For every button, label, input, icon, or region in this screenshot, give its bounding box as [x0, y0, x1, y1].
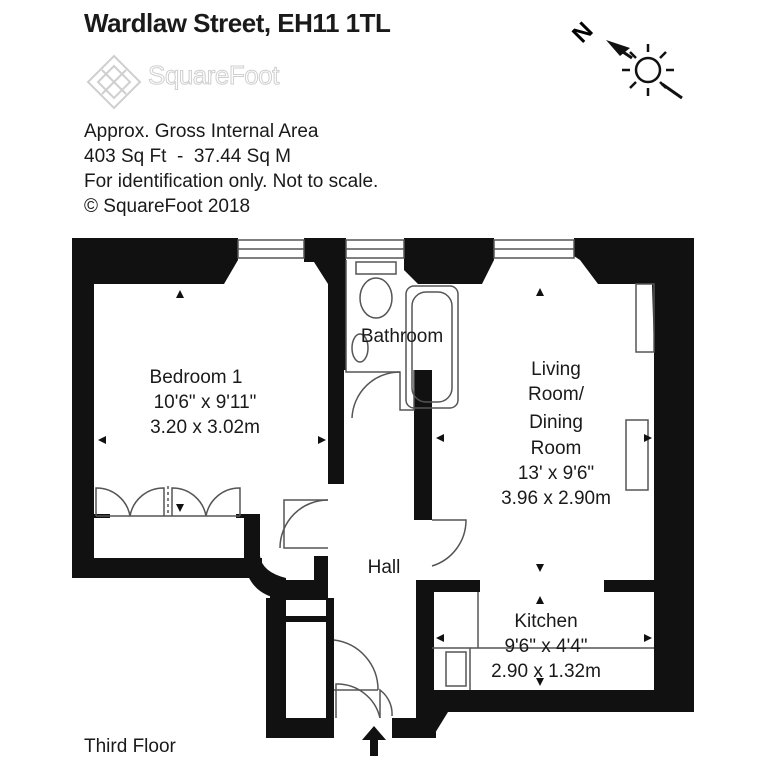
squarefoot-logo-icon — [86, 54, 142, 110]
compass: N — [567, 17, 683, 100]
sun-icon — [622, 44, 683, 100]
hall-name: Hall — [368, 557, 401, 578]
living-name-line-1: Living — [531, 359, 581, 380]
north-arrow-icon — [606, 40, 633, 60]
floor-label: Third Floor — [84, 736, 176, 757]
kitchen-dim-imperial: 9'6" x 4'4" — [504, 636, 587, 657]
plan-title: Wardlaw Street, EH11 1TL — [84, 8, 391, 38]
disclaimer: For identification only. Not to scale. — [84, 171, 379, 192]
walls — [72, 238, 694, 738]
bedroom-dim-imperial: 10'6" x 9'11" — [154, 392, 257, 413]
living-name-line-3: Dining — [529, 412, 583, 433]
bedroom-dim-metric: 3.20 x 3.02m — [150, 417, 260, 438]
windows — [237, 239, 575, 259]
copyright: © SquareFoot 2018 — [84, 196, 251, 217]
bedroom-name: Bedroom 1 — [150, 367, 243, 388]
dimension-arrows — [98, 288, 652, 686]
area-value: 403 Sq Ft - 37.44 Sq M — [84, 146, 291, 167]
brand-watermark: SquareFoot — [84, 54, 324, 110]
interior-lines — [95, 260, 655, 719]
kitchen-name: Kitchen — [514, 611, 577, 632]
compass-letter: N — [567, 17, 598, 48]
living-dim-metric: 3.96 x 2.90m — [501, 488, 611, 509]
living-name-line-2: Room/ — [528, 384, 585, 405]
kitchen-dim-metric: 2.90 x 1.32m — [491, 661, 601, 682]
living-name-line-4: Room — [531, 438, 582, 459]
living-dim-imperial: 13' x 9'6" — [518, 463, 594, 484]
bathroom-name: Bathroom — [361, 326, 443, 347]
room-labels: Bedroom 1 10'6" x 9'11" 3.20 x 3.02m Bat… — [150, 326, 611, 682]
entrance-arrow-icon — [362, 726, 386, 756]
area-label: Approx. Gross Internal Area — [84, 121, 319, 142]
brand-name: SquareFoot — [148, 60, 280, 91]
